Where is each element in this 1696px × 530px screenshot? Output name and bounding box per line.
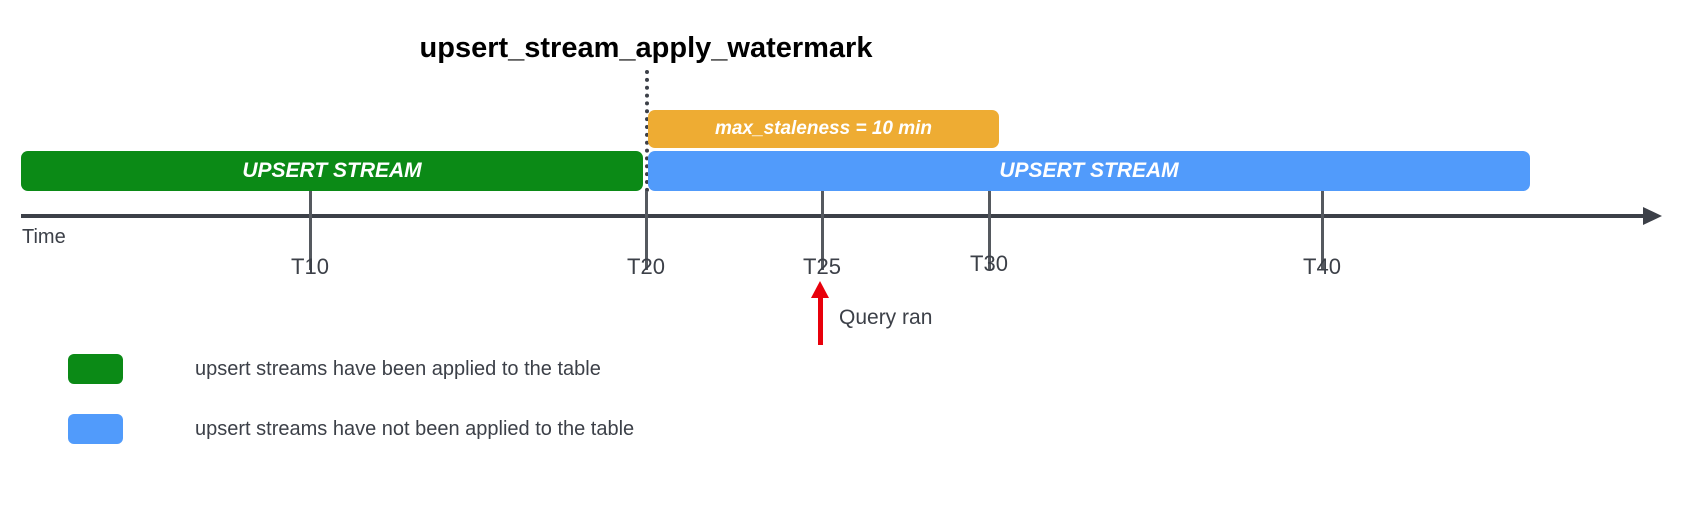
legend-label-not-applied: upsert streams have not been applied to … (195, 417, 635, 440)
axis-tick-t40 (1321, 191, 1324, 270)
axis-tick-label-t40: T40 (1303, 254, 1341, 279)
legend-swatch-not-applied (68, 414, 123, 444)
query-ran-label: Query ran (839, 306, 933, 329)
axis-tick-label-t25: T25 (803, 254, 841, 279)
legend-item-applied: upsert streams have been applied to the … (68, 354, 601, 384)
upsert-stream-applied-label: UPSERT STREAM (242, 159, 422, 182)
axis-tick-t30 (988, 191, 991, 270)
axis-tick-label-t20: T20 (627, 254, 665, 279)
query-ran-arrow-icon (811, 281, 829, 298)
legend-swatch-applied (68, 354, 123, 384)
diagram-title: upsert_stream_apply_watermark (419, 32, 873, 64)
axis-tick-label-t30: T30 (970, 251, 1008, 276)
upsert-stream-not-applied-bar: UPSERT STREAM (648, 151, 1530, 191)
time-axis-line (21, 214, 1651, 218)
max-staleness-bar: max_staleness = 10 min (648, 110, 999, 148)
axis-tick-label-t10: T10 (291, 254, 329, 279)
legend-item-not-applied: upsert streams have not been applied to … (68, 414, 634, 444)
axis-tick-t20 (645, 191, 648, 270)
axis-tick-t10 (309, 191, 312, 270)
time-axis-label: Time (22, 226, 66, 248)
watermark-dotted-line (645, 70, 649, 192)
upsert-stream-not-applied-label: UPSERT STREAM (999, 159, 1179, 182)
time-axis-arrow-icon (1643, 207, 1662, 225)
axis-tick-t25 (821, 191, 824, 270)
max-staleness-label: max_staleness = 10 min (714, 118, 933, 139)
upsert-stream-applied-bar: UPSERT STREAM (21, 151, 643, 191)
query-ran-arrow-shaft (818, 295, 823, 345)
legend-label-applied: upsert streams have been applied to the … (195, 357, 601, 380)
